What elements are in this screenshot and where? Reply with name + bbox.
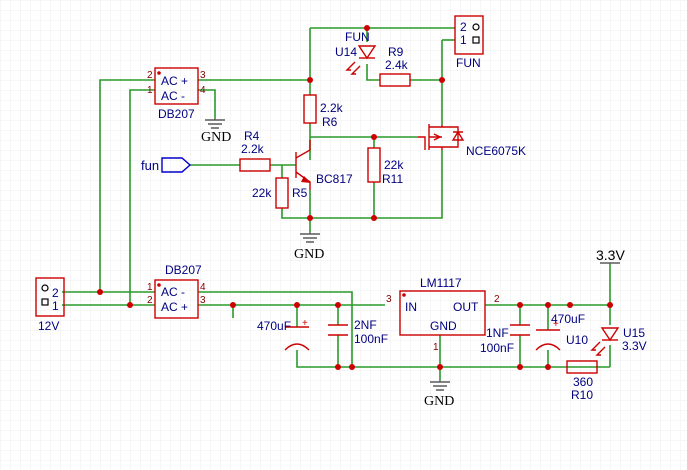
resistor-r5: 22k R5: [252, 177, 308, 209]
resistor-r4: R4 2.2k: [239, 129, 271, 172]
svg-text:+: +: [553, 319, 559, 330]
reg-pin-out-label: OUT: [453, 300, 479, 314]
ground-symbol-bottom: GND: [424, 380, 454, 409]
reg-pin-in-label: IN: [405, 300, 417, 314]
resistor-r6: 2.2k R6: [303, 94, 344, 129]
fan-conn-pin1: 1: [460, 33, 467, 47]
bridge-rectifier-bottom: AC - AC + 1 2 4 3 DB207: [147, 263, 206, 319]
r4-value: 2.2k: [241, 142, 265, 156]
vcc-3v3-label: 3.3V: [596, 247, 625, 263]
resistor-r9: R9 2.4k: [379, 45, 411, 87]
c-out-small-value1: 1NF: [486, 326, 509, 340]
led-u14-ref: U14: [335, 45, 357, 59]
bridge-bot-p1: 1: [147, 282, 153, 293]
led-u14-label: FUN: [345, 30, 370, 44]
capacitor-470uf-output: + 470uF U10: [535, 312, 588, 351]
r6-ref: R6: [322, 115, 338, 129]
gnd-bottom-label: GND: [424, 394, 454, 409]
led-u15-ref: U15: [623, 326, 645, 340]
bridge-rectifier-top: AC + AC - 2 1 3 4 DB207: [147, 67, 206, 121]
dc-conn-name: 12V: [38, 319, 59, 333]
fan-connector: 2 1 FUN: [454, 15, 484, 70]
bridge-bot-p3: 3: [200, 295, 206, 306]
fan-conn-name: FUN: [456, 56, 481, 70]
bridge-bot-p4: 4: [200, 282, 206, 293]
reg-pin-gnd-label: GND: [430, 319, 457, 333]
r10-ref: R10: [571, 388, 593, 402]
c-in-bulk-value: 470uF: [257, 319, 291, 333]
fun-flag-label: fun: [141, 158, 159, 173]
c-out-bulk-ref: U10: [566, 333, 588, 347]
bridge-bot-ac-minus: AC -: [161, 285, 185, 299]
junctions: [97, 25, 613, 370]
bridge-top-p3: 3: [200, 70, 206, 81]
r5-value: 22k: [252, 186, 272, 200]
r11-ref: R11: [382, 172, 403, 186]
mosfet-ref: NCE6075K: [466, 144, 526, 158]
bridge-top-ac-minus: AC -: [161, 89, 185, 103]
bridge-top-name: DB207: [158, 107, 195, 121]
capacitor-2nf-input: 2NF 100nF: [328, 318, 388, 346]
bridge-bot-name: DB207: [165, 263, 202, 277]
r9-ref: R9: [388, 45, 404, 59]
fan-conn-pin2: 2: [460, 20, 467, 34]
capacitor-1nf-output: 1NF 100nF: [480, 324, 530, 355]
c-out-small-value2: 100nF: [480, 341, 514, 355]
r11-value: 22k: [384, 158, 404, 172]
gnd-mid-label: GND: [294, 247, 324, 262]
led-u15-value: 3.3V: [622, 339, 647, 353]
bridge-top-p2: 2: [147, 70, 153, 81]
c-in-small-value1: 2NF: [354, 318, 377, 332]
resistor-r10: 360 R10: [566, 360, 598, 402]
led-u14: FUN U14: [335, 30, 377, 75]
resistor-r11: 22k R11: [367, 147, 404, 186]
svg-text:+: +: [302, 318, 308, 329]
dc-conn-pin2: 2: [52, 286, 59, 300]
c-in-small-value2: 100nF: [354, 332, 388, 346]
r6-value: 2.2k: [320, 101, 344, 115]
ground-symbol-mid: GND: [294, 232, 324, 262]
r9-value: 2.4k: [385, 58, 409, 72]
bjt-ref: BC817: [316, 172, 353, 186]
reg-pin-out-num: 2: [494, 294, 500, 305]
wires: [62, 27, 611, 380]
c-out-bulk-value: 470uF: [551, 312, 585, 326]
gnd-top-label: GND: [201, 130, 231, 145]
capacitor-470uf-input: + 470uF: [257, 318, 310, 351]
bjt-bc817: BC817: [295, 140, 353, 190]
r5-ref: R5: [292, 186, 308, 200]
bridge-top-p1: 1: [147, 85, 153, 96]
reg-pin-gnd-num: 1: [433, 342, 439, 353]
led-u15: U15 3.3V: [590, 326, 647, 356]
r10-value: 360: [573, 375, 593, 389]
net-flag-fun: fun: [141, 157, 192, 173]
bridge-top-ac-plus: AC +: [161, 74, 188, 88]
mosfet-nce6075k: NCE6075K: [418, 124, 526, 158]
bridge-bot-p2: 2: [147, 295, 153, 306]
reg-name: LM1117: [420, 276, 462, 290]
power-rail-3v3: 3.3V: [596, 247, 625, 264]
regulator-lm1117: IN OUT GND 3 2 1 LM1117: [386, 276, 500, 353]
r4-ref: R4: [244, 129, 260, 143]
reg-pin-in-num: 3: [386, 294, 392, 305]
dc-conn-pin1: 1: [52, 299, 59, 313]
ground-symbol-top: GND: [201, 118, 231, 145]
bridge-top-p4: 4: [200, 85, 206, 96]
power-connector-12v: 2 1 12V: [35, 277, 65, 333]
bridge-bot-ac-plus: AC +: [161, 300, 188, 314]
